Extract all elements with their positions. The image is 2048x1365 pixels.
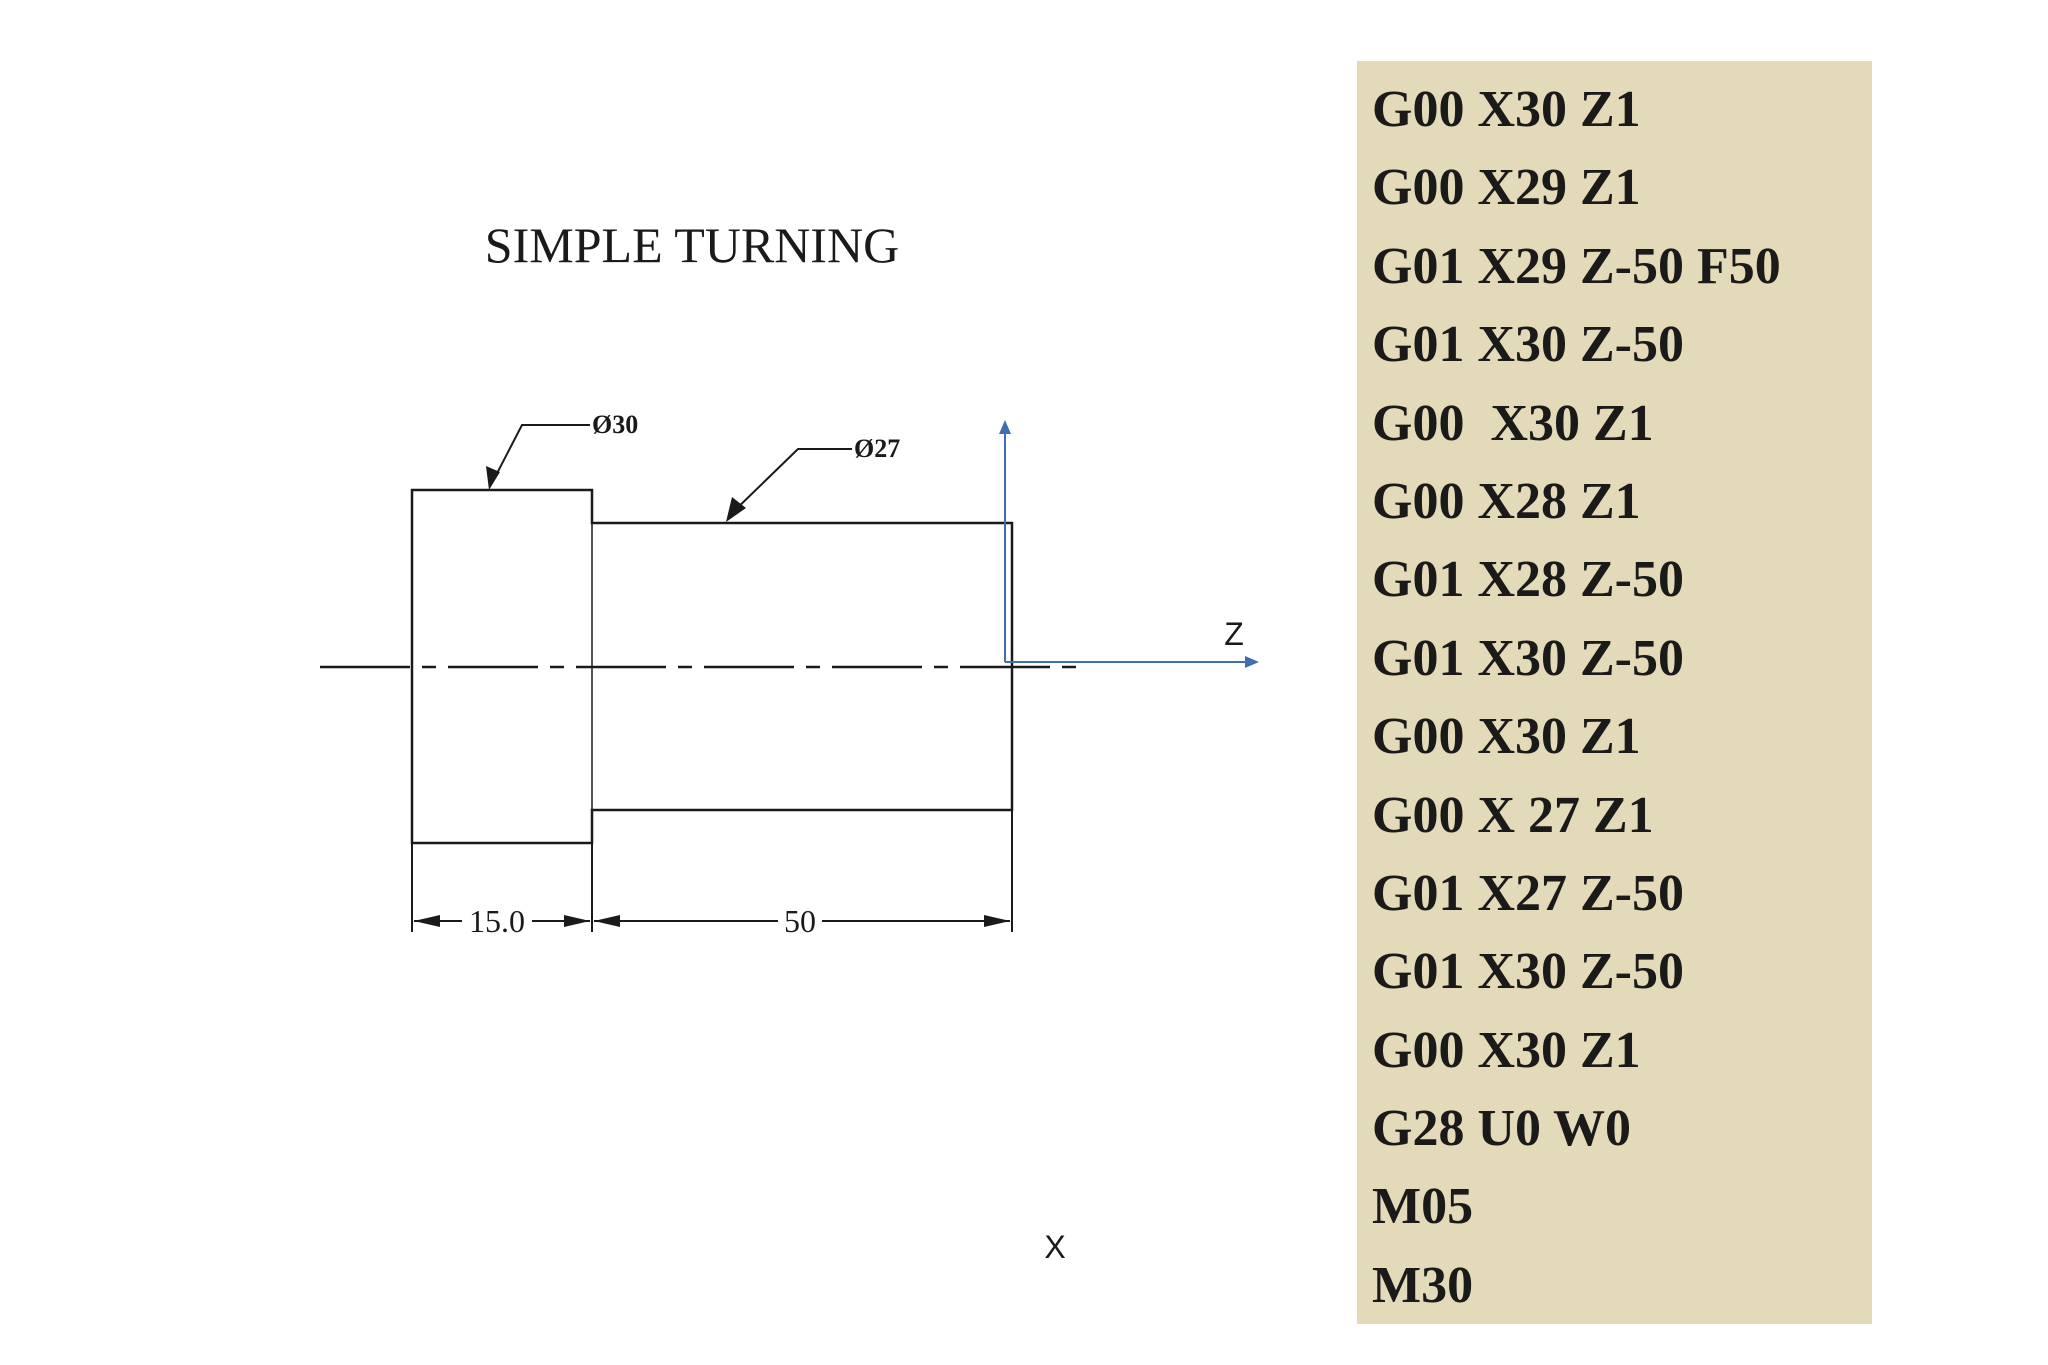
drawing-title: SIMPLE TURNING [485,217,899,273]
gcode-line: G00 X30 Z1 [1372,708,1641,766]
dimension-arrow [564,915,590,927]
gcode-line: M30 [1372,1256,1474,1314]
gcode-line: G00 X28 Z1 [1372,472,1641,530]
dimension-arrow [594,915,620,927]
dimension-label-right: 50 [784,903,816,939]
leader-line-large [491,424,590,484]
gcode-line: M05 [1372,1178,1474,1236]
gcode-line: G01 X30 Z-50 [1372,316,1684,374]
gcode-line: G01 X30 Z-50 [1372,629,1684,687]
leader-arrow [486,466,500,490]
dimension-arrow [984,915,1010,927]
leader-arrow [726,497,746,522]
z-axis-arrowhead [1245,656,1259,668]
gcode-line: G00 X30 Z1 [1372,394,1654,452]
dimension-label-left: 15.0 [469,903,525,939]
leader-line-small [729,448,852,516]
gcode-line: G00 X30 Z1 [1372,81,1641,138]
gcode-line: G00 X30 Z1 [1372,1021,1641,1079]
gcode-line: G01 X27 Z-50 [1372,864,1684,922]
x-axis-label: X [1044,1229,1065,1265]
callout-diameter-large: Ø30 [592,410,638,439]
part-drawing: SIMPLE TURNING 15.0 50 Ø30 Ø27 Z X [320,217,1259,1265]
gcode-line: G00 X 27 Z1 [1372,786,1654,844]
gcode-line: G01 X29 Z-50 F50 [1372,237,1781,295]
x-axis-arrowhead [999,420,1011,434]
gcode-line: G28 U0 W0 [1372,1100,1632,1158]
callout-diameter-small: Ø27 [854,434,900,463]
dimension-arrow [414,915,440,927]
gcode-line: G01 X30 Z-50 [1372,943,1684,1001]
z-axis-label: Z [1224,616,1244,652]
gcode-line: G00 X29 Z1 [1372,159,1641,217]
gcode-line: G01 X28 Z-50 [1372,551,1684,609]
